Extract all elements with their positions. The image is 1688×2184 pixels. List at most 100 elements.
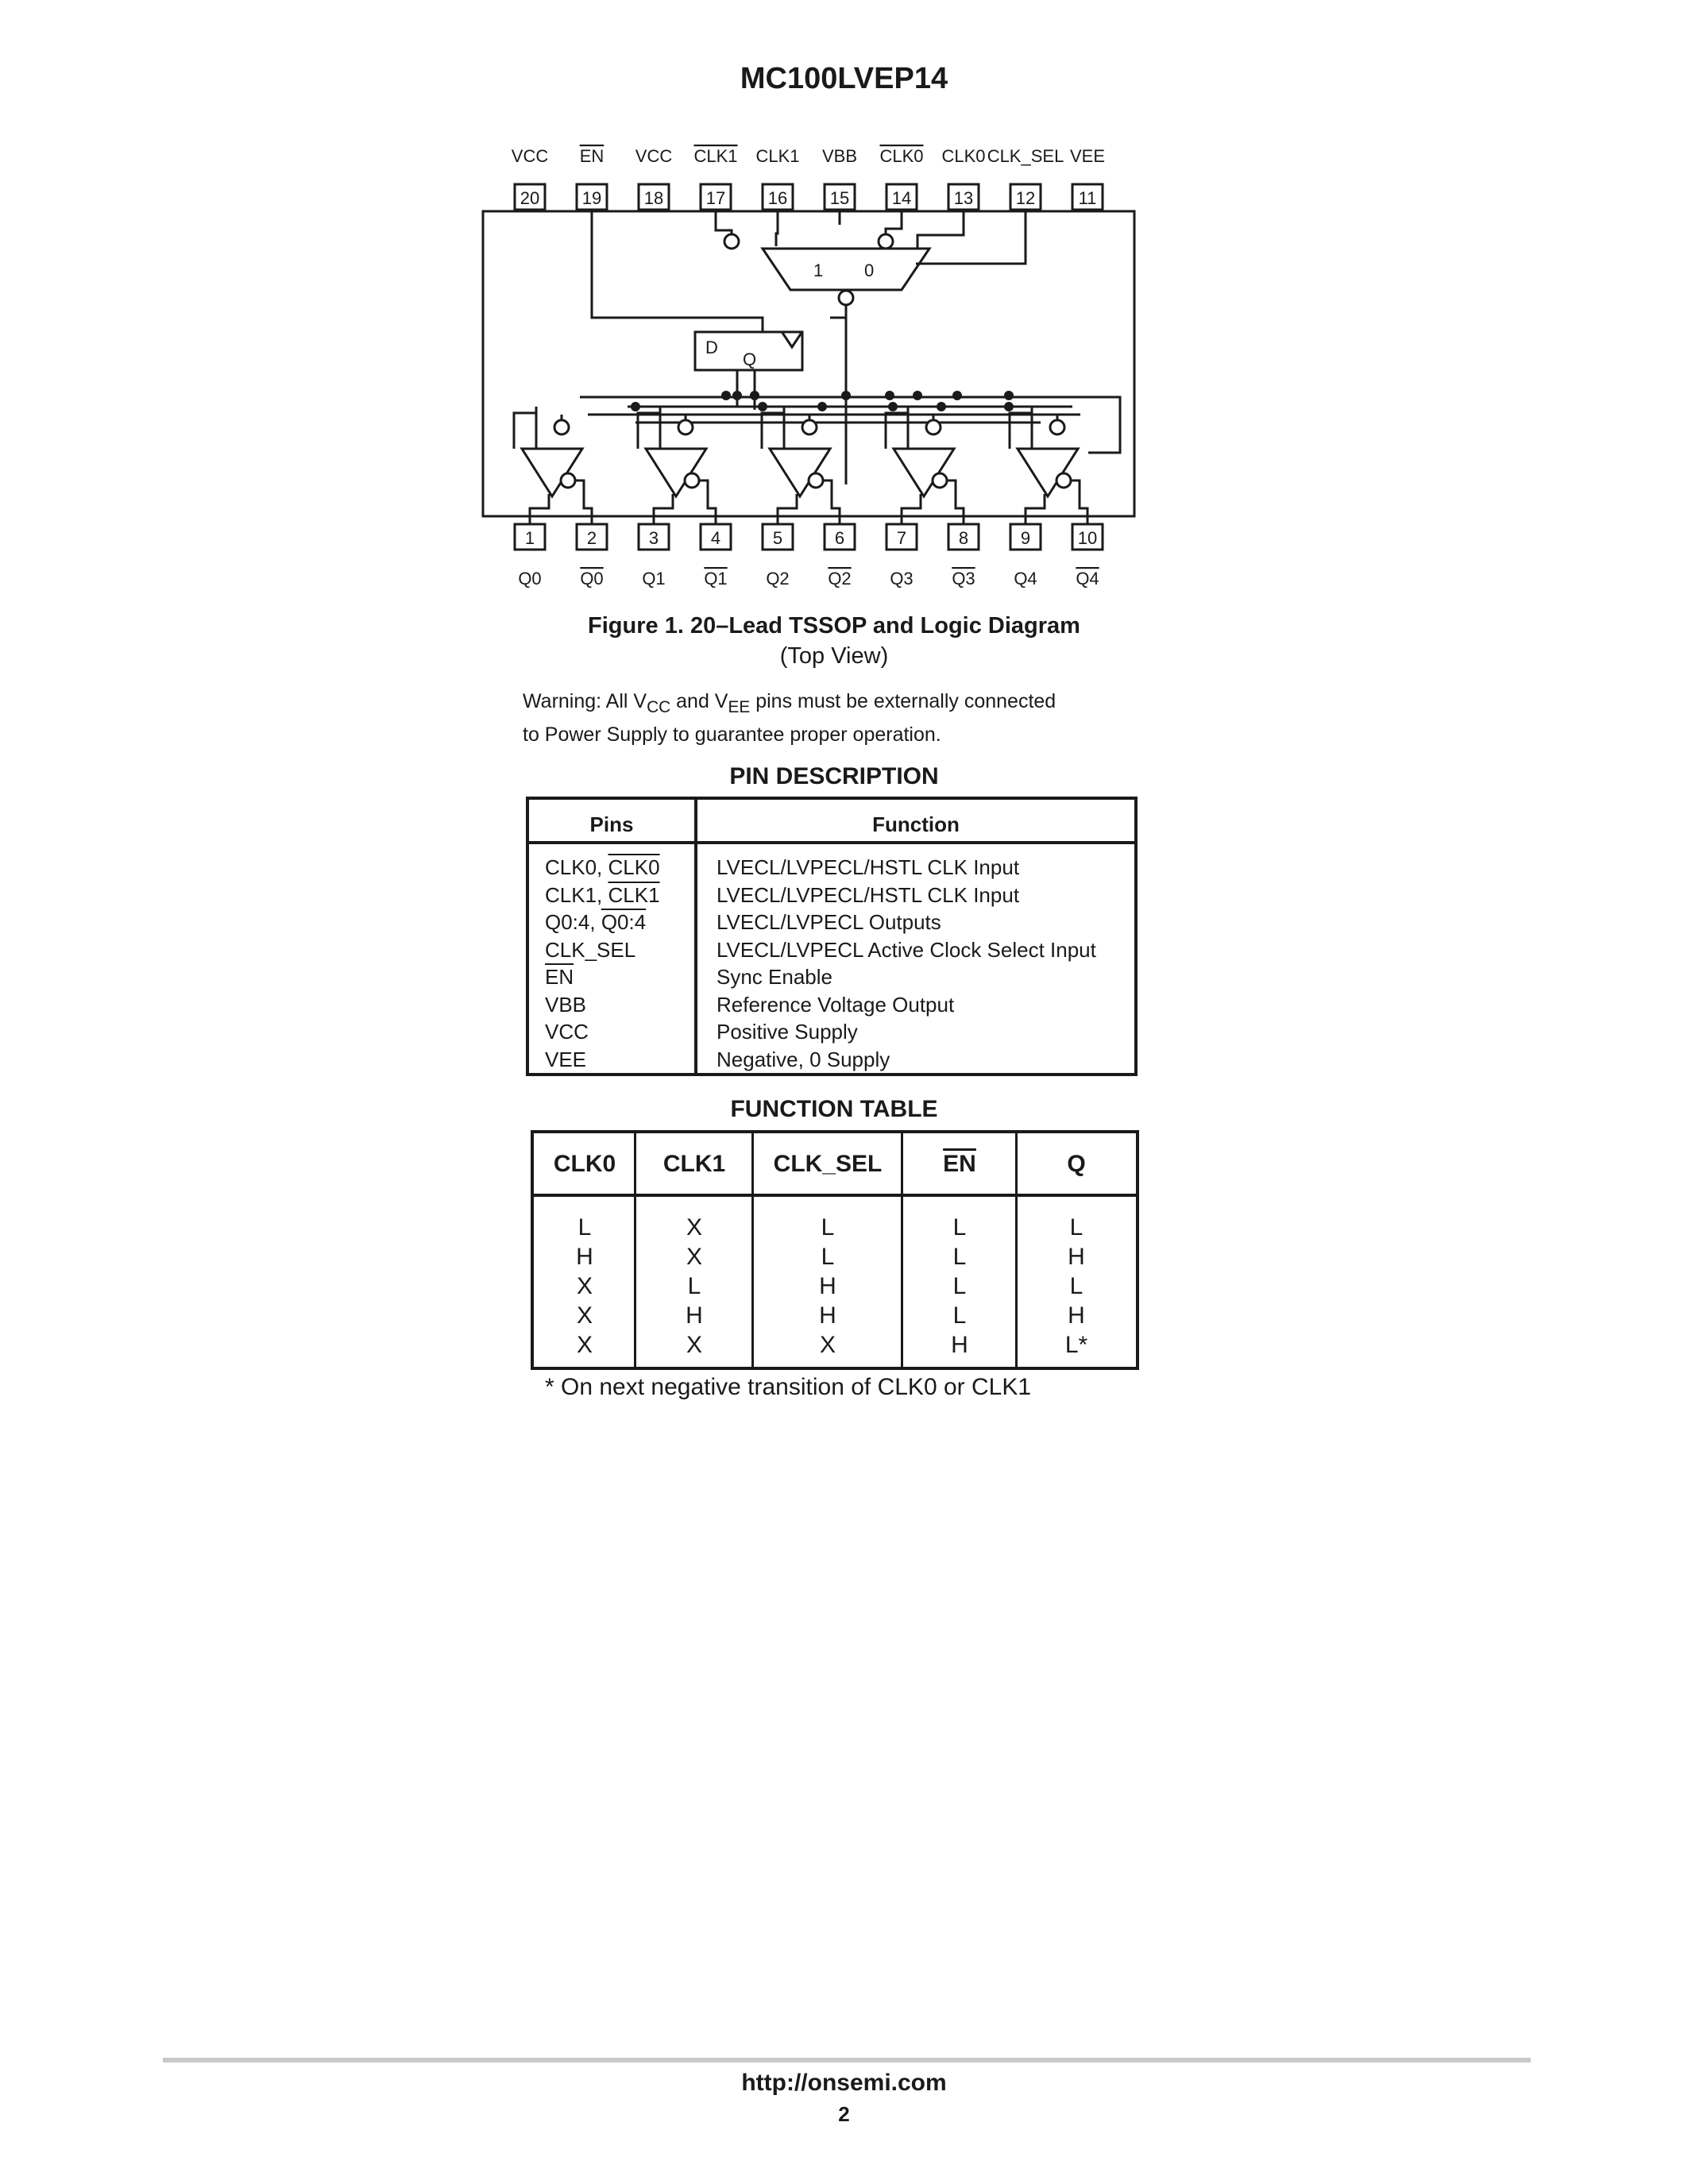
top-pin-box <box>637 183 670 211</box>
warning-sub-vee: EE <box>728 698 751 716</box>
pin-row: EN Sync Enable <box>529 963 1134 991</box>
pin-name-part: VCC <box>545 1020 589 1044</box>
top-pin-label: CLK1 <box>693 146 737 166</box>
top-pin-box <box>823 183 856 211</box>
top-pin-label: VEE <box>1070 146 1105 166</box>
bottom-pin-box <box>637 523 670 551</box>
qbar-output-wire <box>947 479 965 524</box>
function-table-cell: L <box>952 1302 967 1329</box>
pin-name: EN <box>545 963 574 991</box>
inversion-bubble <box>1055 472 1072 489</box>
output-buffer <box>767 447 832 499</box>
top-pin-label: VCC <box>635 146 673 166</box>
pin-name: VEE <box>545 1046 586 1074</box>
column-divider <box>694 800 697 1073</box>
bottom-pin-number: 1 <box>525 528 535 548</box>
top-pin-label: VCC <box>512 146 549 166</box>
function-table-cell: X <box>686 1214 702 1241</box>
bottom-pin-number: 6 <box>835 528 844 548</box>
bottom-pin-number: 8 <box>959 528 968 548</box>
junction-dot <box>750 391 759 400</box>
clock-mux <box>760 247 932 291</box>
inversion-bubble <box>723 233 740 250</box>
bottom-pin-label: Q3 <box>890 569 913 588</box>
bottom-pin-box <box>885 523 918 551</box>
chip-outline <box>481 210 1136 518</box>
warning-note: Warning: All VCC and VEE pins must be ex… <box>523 688 1158 748</box>
junction-dot <box>885 391 894 400</box>
function-table-cell: H <box>1068 1302 1085 1329</box>
function-table-divider <box>634 1133 636 1367</box>
return-wire-2 <box>1066 396 1122 454</box>
bottom-pin-label: Q4 <box>1014 569 1037 588</box>
bottom-pin-box <box>575 523 608 551</box>
clk-sel-wire <box>916 211 1027 265</box>
function-table-cell: L <box>687 1273 701 1299</box>
bottom-pin-number: 7 <box>897 528 906 548</box>
bottom-pin-label: Q1 <box>704 569 727 588</box>
function-table-divider <box>751 1133 754 1367</box>
inversion-bubble <box>677 419 694 436</box>
function-table-cell: L <box>952 1244 967 1270</box>
pin-name: Q0:4, Q0:4 <box>545 909 646 936</box>
function-table-cell: H <box>1068 1244 1085 1270</box>
function-table-header: Q <box>1017 1133 1136 1197</box>
pin-function: LVECL/LVPECL/HSTL CLK Input <box>717 882 1020 907</box>
figure-subcaption: (Top View) <box>779 643 889 669</box>
function-table-title: FUNCTION TABLE <box>730 1096 938 1122</box>
top-pin-box <box>885 183 918 211</box>
top-pin-box <box>1071 183 1104 211</box>
inversion-bubble <box>807 472 825 489</box>
inversion-bubble <box>683 472 701 489</box>
pin-function: Sync Enable <box>717 965 832 989</box>
top-pin-label: CLK0 <box>879 146 923 166</box>
inversion-bubble <box>925 419 942 436</box>
pin-name: CLK0, CLK0 <box>545 854 660 882</box>
junction-dot <box>952 391 962 400</box>
top-pin-box <box>699 183 732 211</box>
bottom-pin-box <box>761 523 794 551</box>
function-table-cell: X <box>819 1332 836 1358</box>
warning-text-3: pins must be externally connected <box>750 690 1056 712</box>
junction-dot <box>721 391 731 400</box>
bottom-pin-box <box>1071 523 1104 551</box>
pin-name-part: CLK0 <box>608 855 660 879</box>
qbar-output-wire <box>699 479 717 524</box>
mux-input-0-label: 0 <box>864 260 874 280</box>
inversion-bubble <box>931 472 948 489</box>
pin-function: Negative, 0 Supply <box>717 1047 890 1071</box>
qbar-output-wire <box>575 479 593 524</box>
top-pin-box <box>513 183 547 211</box>
function-table-divider <box>1015 1133 1018 1367</box>
buffer-side-wire <box>884 411 908 449</box>
bottom-pin-label: Q1 <box>642 569 665 588</box>
q-output-wire <box>900 494 922 524</box>
inversion-bubble <box>877 233 894 250</box>
function-table-cell: L <box>821 1244 835 1270</box>
bottom-pin-box <box>823 523 856 551</box>
top-pin-number: 16 <box>768 188 787 208</box>
pin-name-part: CLK0, <box>545 855 608 879</box>
pin-name-part: EN <box>545 965 574 989</box>
function-table-cell: X <box>576 1332 593 1358</box>
inversion-bubble <box>553 419 570 436</box>
pin-name-part: CLK_SEL <box>545 937 636 962</box>
output-buffer <box>520 447 585 499</box>
bottom-pin-label: Q0 <box>518 569 541 588</box>
top-pin-number: 14 <box>892 188 911 208</box>
pin-name-part: VEE <box>545 1047 587 1071</box>
bottom-pin-label: Q2 <box>828 569 851 588</box>
footer-url[interactable]: http://onsemi.com <box>741 2070 947 2096</box>
latch-d-label: D <box>705 338 718 357</box>
bottom-pin-number: 4 <box>711 528 720 548</box>
inversion-bubble <box>559 472 577 489</box>
qbar-output-wire <box>823 479 841 524</box>
document-title: MC100LVEP14 <box>740 62 948 95</box>
mux-input-1-label: 1 <box>813 260 823 280</box>
bottom-pin-box <box>1009 523 1042 551</box>
inversion-bubble <box>1049 419 1066 436</box>
